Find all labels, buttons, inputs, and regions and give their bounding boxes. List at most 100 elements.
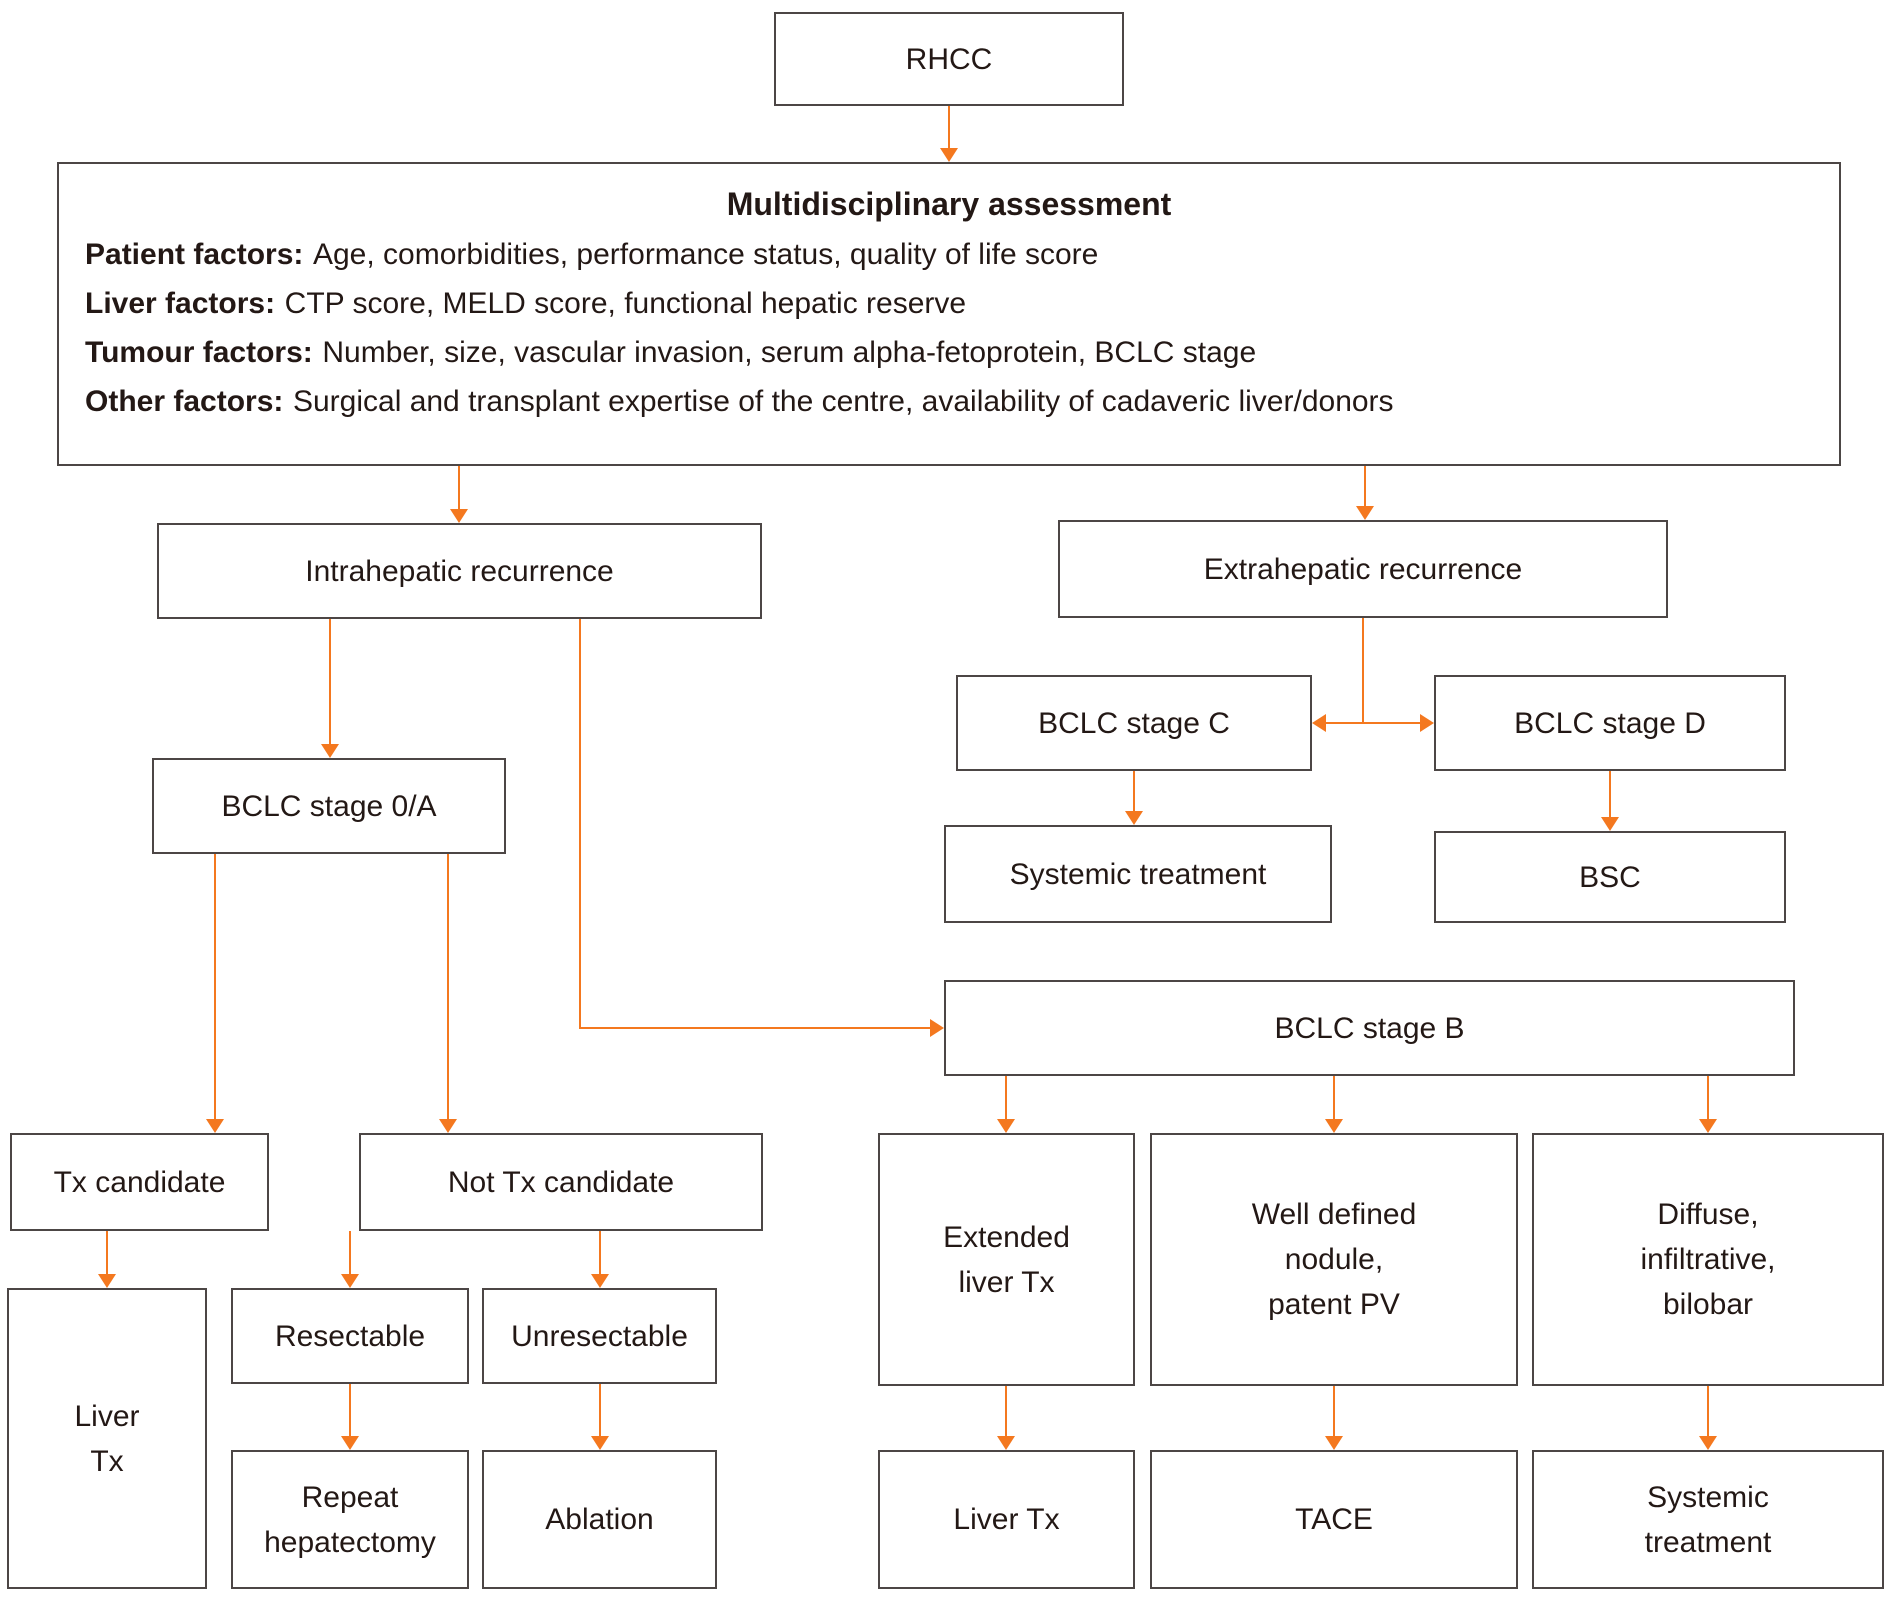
assessment-factor-tumour: Tumour factors: Number, size, vascular in… [85,328,1813,377]
arrow-extended-to-liver-tx-line [1005,1386,1007,1436]
factor-text: Surgical and transplant expertise of the… [292,385,1394,418]
node-bclc-stage-c: BCLC stage C [956,675,1312,771]
arrow-not-tx-to-unresectable-line [599,1231,601,1276]
arrow-resectable-to-repeat-head [341,1436,359,1450]
node-line: liver Tx [958,1265,1055,1299]
node-tace: TACE [1150,1450,1518,1589]
node-line: bilobar [1662,1288,1754,1321]
arrow-extrahepatic-split-stem [1362,618,1364,724]
arrow-bclcb-to-diffuse-head [1699,1119,1717,1133]
assessment-title: Multidisciplinary assessment [726,186,1172,222]
node-unresectable: Unresectable [482,1288,717,1384]
node-label: BCLC stage D [1514,706,1706,740]
node-label: Tx candidate [53,1165,226,1199]
arrow-bclc-d-to-bsc-line [1609,771,1611,819]
factor-label: Liver factors: [85,287,276,320]
node-liver-tx-left: Liver Tx [7,1288,207,1589]
node-extended-liver-tx: Extended liver Tx [878,1133,1135,1386]
node-label: BCLC stage 0/A [221,789,437,823]
arrow-assessment-to-intrahepatic-head [450,509,468,523]
node-systemic-treatment-b: Systemic treatment [1532,1450,1884,1589]
node-line: Repeat [301,1480,399,1514]
arrow-bclc0a-to-not-tx-head [439,1119,457,1133]
node-bclc-stage-0a: BCLC stage 0/A [152,758,506,854]
arrow-bclcb-to-extended-line [1005,1076,1007,1121]
node-line: patent PV [1268,1288,1400,1321]
arrow-split-to-bclc-d-head [1420,714,1434,732]
node-line: nodule, [1284,1243,1384,1276]
node-repeat-hepatectomy: Repeat hepatectomy [231,1450,469,1589]
node-label: Ablation [545,1503,654,1536]
node-rhcc: RHCC [774,12,1124,106]
arrow-assessment-to-extrahepatic-head [1356,506,1374,520]
node-well-defined-nodule: Well defined nodule, patent PV [1150,1133,1518,1386]
node-line: Liver [74,1399,140,1433]
node-label: Intrahepatic recurrence [305,554,614,588]
node-resectable: Resectable [231,1288,469,1384]
node-line: Diffuse, [1657,1198,1759,1231]
factor-text: Age, comorbidities, performance status, … [312,238,1099,271]
node-label: BSC [1579,860,1641,894]
arrow-bclcb-to-well-defined-line [1333,1076,1335,1121]
arrow-rhcc-to-assessment-head [940,148,958,162]
factor-label: Patient factors: [85,238,304,271]
arrow-split-to-bclc-c-head [1312,714,1326,732]
arrow-intrahepatic-to-bclc0a-head [321,744,339,758]
node-label: Liver Tx [953,1503,1060,1536]
node-label: Extrahepatic recurrence [1203,552,1523,586]
arrow-well-defined-to-tace-line [1333,1386,1335,1436]
node-diffuse-infiltrative-bilobar: Diffuse, infiltrative, bilobar [1532,1133,1884,1386]
node-bclc-stage-d: BCLC stage D [1434,675,1786,771]
node-not-tx-candidate: Not Tx candidate [359,1133,763,1231]
node-line: hepatectomy [264,1525,436,1559]
arrow-not-tx-to-resectable-head [341,1274,359,1288]
arrow-unresectable-to-ablation-head [591,1436,609,1450]
node-tx-candidate: Tx candidate [10,1133,269,1231]
node-label: RHCC [905,42,993,76]
factor-label: Other factors: [85,385,284,418]
arrow-diffuse-to-systemic-head [1699,1436,1717,1450]
arrow-bclc-c-to-systemic-head [1125,811,1143,825]
arrow-assessment-to-intrahepatic-line [458,466,460,512]
arrow-extrahepatic-split-crossbar [1326,722,1420,724]
assessment-factor-patient: Patient factors:Age, comorbidities, perf… [85,230,1813,279]
assessment-factor-other: Other factors:Surgical and transplant ex… [85,377,1813,426]
node-label: Unresectable [511,1319,688,1353]
arrow-bclc0a-to-tx-candidate-head [206,1119,224,1133]
node-label: Systemic treatment [1009,857,1267,891]
node-line: Well defined [1251,1198,1417,1231]
node-label: TACE [1295,1503,1373,1536]
node-bsc: BSC [1434,831,1786,923]
node-bclc-stage-b: BCLC stage B [944,980,1795,1076]
node-intrahepatic-recurrence: Intrahepatic recurrence [157,523,762,619]
node-line: Extended [943,1220,1070,1254]
arrow-bclcb-to-diffuse-line [1707,1076,1709,1121]
node-label: Resectable [274,1319,426,1353]
node-extrahepatic-recurrence: Extrahepatic recurrence [1058,520,1668,618]
arrow-assessment-to-extrahepatic-line [1364,466,1366,509]
arrow-bclcb-to-well-defined-head [1325,1119,1343,1133]
node-line: treatment [1644,1525,1772,1559]
arrow-intrahepatic-to-bclc0a-line [329,619,331,746]
arrow-unresectable-to-ablation-line [599,1384,601,1436]
factor-label: Tumour factors: [85,336,313,369]
node-line: Systemic [1647,1480,1769,1514]
node-line: Tx [90,1444,124,1478]
arrow-bclc-d-to-bsc-head [1601,817,1619,831]
arrow-intrahepatic-to-bclcb-head [930,1019,944,1037]
factor-text: Number, size, vascular invasion, serum a… [322,336,1257,369]
assessment-factor-liver: Liver factors:CTP score, MELD score, fun… [85,279,1813,328]
arrow-bclcb-to-extended-head [997,1119,1015,1133]
arrow-bclc0a-to-tx-candidate-line [214,854,216,1121]
node-ablation: Ablation [482,1450,717,1589]
factor-text: CTP score, MELD score, functional hepati… [284,287,967,320]
node-multidisciplinary-assessment: Multidisciplinary assessment Patient fac… [57,162,1841,466]
node-label: Not Tx candidate [447,1165,675,1199]
arrow-bclc0a-to-not-tx-line [447,854,449,1121]
node-label: BCLC stage B [1274,1011,1465,1045]
arrow-intrahepatic-to-bclcb-hline [579,1027,930,1029]
arrow-rhcc-to-assessment-line [948,106,950,150]
arrow-tx-candidate-to-liver-tx-line [106,1231,108,1276]
arrow-extended-to-liver-tx-head [997,1436,1015,1450]
